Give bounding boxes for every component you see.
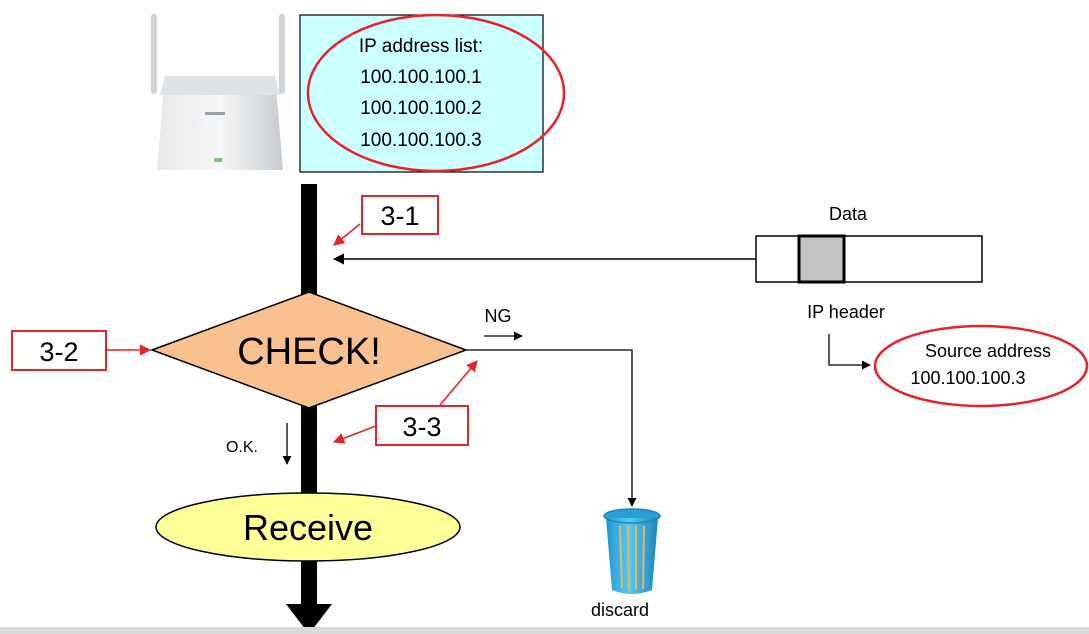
bottom-divider: [0, 627, 1089, 634]
ok-label: O.K.: [226, 439, 258, 456]
ip-list-highlight: [306, 13, 566, 173]
trash-bin-icon: [603, 508, 661, 594]
source-address-value: 100.100.100.3: [910, 368, 1025, 388]
check-decision-label: CHECK!: [237, 331, 381, 373]
discard-label: discard: [591, 600, 649, 620]
receive-label: Receive: [243, 507, 373, 548]
ng-flow-line: [466, 349, 637, 507]
flow-down-arrowhead: [286, 604, 332, 634]
ip-list-address: 100.100.100.1: [360, 67, 482, 88]
packet-data-label: Data: [829, 204, 868, 224]
ip-list-title: IP address list:: [359, 36, 483, 57]
step-3-3-label: 3-3: [402, 412, 441, 442]
ip-list-address: 100.100.100.2: [360, 98, 482, 119]
step-3-3-pointer-ng: [439, 360, 478, 406]
packet-box: [755, 235, 983, 283]
ip-list-address: 100.100.100.3: [360, 130, 482, 151]
ip-header-segment: [797, 234, 846, 284]
access-point-icon: [151, 14, 285, 170]
ng-label: NG: [485, 306, 512, 326]
step-3-3-box: [375, 405, 469, 446]
header-to-source-arrow: [828, 334, 871, 370]
step-3-1-label: 3-1: [380, 201, 419, 231]
step-3-3-pointer-ok: [332, 425, 377, 444]
step-3-1-box: [361, 195, 439, 235]
source-address-highlight: [873, 324, 1089, 408]
step-3-1-pointer: [333, 223, 361, 246]
receive-ellipse: [155, 492, 461, 562]
step-3-2-label: 3-2: [39, 337, 78, 367]
source-address-label: Source address: [925, 341, 1051, 361]
ip-header-label: IP header: [807, 302, 885, 322]
step-3-2-box: [11, 330, 107, 371]
